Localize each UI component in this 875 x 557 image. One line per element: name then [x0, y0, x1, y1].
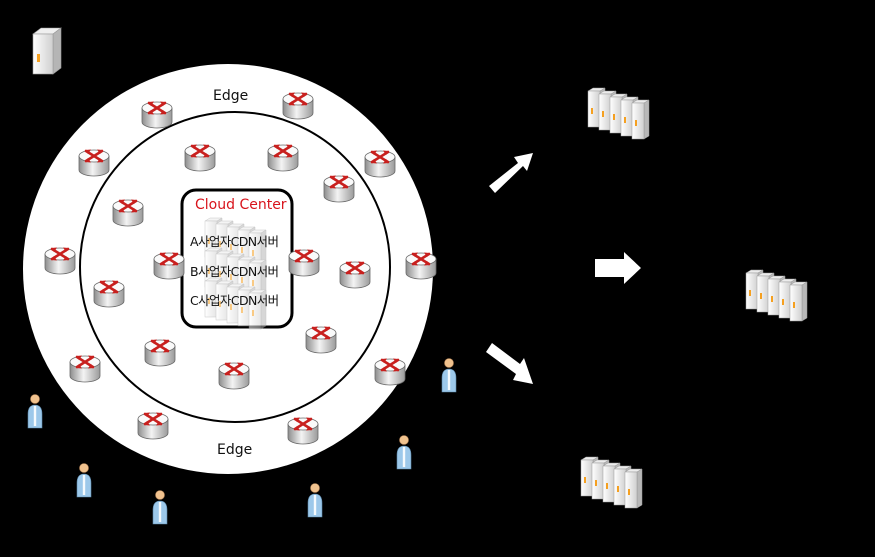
router-icon [143, 338, 177, 368]
router-icon [287, 248, 321, 278]
server-rack-icon [588, 88, 649, 139]
cdn-server-label-a: A사업자CDN서버 [190, 234, 279, 249]
router-icon [111, 198, 145, 228]
arrow-icon [489, 153, 533, 193]
server-rack-icon [581, 457, 642, 508]
router-icon [77, 148, 111, 178]
router-icon [404, 251, 438, 281]
cdn-server-label-c: C사업자CDN서버 [190, 293, 279, 308]
router-icon [338, 260, 372, 290]
router-icon [217, 361, 251, 391]
cloud-center-title: Cloud Center [195, 197, 287, 213]
router-icon [363, 149, 397, 179]
router-icon [281, 91, 315, 121]
user-icon [441, 358, 457, 393]
user-icon [307, 483, 323, 518]
user-icon [76, 463, 92, 498]
cdn-server-label-b: B사업자CDN서버 [190, 264, 279, 279]
arrow-icon [595, 252, 641, 284]
router-icon [373, 357, 407, 387]
edge-label-top: Edge [213, 88, 249, 104]
arrows [486, 153, 641, 384]
user-icon [152, 490, 168, 525]
server-icon [32, 27, 62, 75]
router-icon [136, 411, 170, 441]
router-icon [304, 325, 338, 355]
router-icon [92, 279, 126, 309]
user-icon [396, 435, 412, 470]
arrow-icon [486, 343, 533, 384]
router-icon [286, 416, 320, 446]
user-icon [27, 394, 43, 429]
edge-label-bottom: Edge [217, 442, 253, 458]
router-icon [43, 246, 77, 276]
server-rack-icon [746, 270, 807, 321]
router-icon [183, 143, 217, 173]
router-icon [322, 174, 356, 204]
router-icon [152, 251, 186, 281]
router-icon [266, 143, 300, 173]
router-icon [68, 354, 102, 384]
router-icon [140, 100, 174, 130]
